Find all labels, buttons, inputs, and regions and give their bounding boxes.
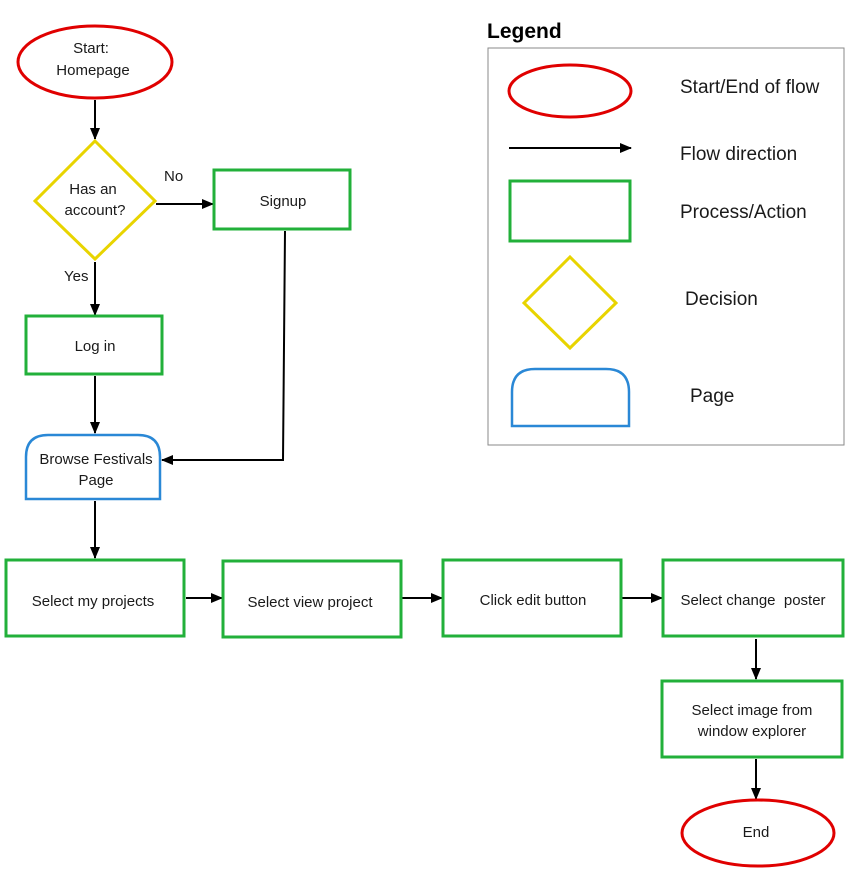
- select-image-label-line1: Select image from: [692, 702, 813, 719]
- edge-label-yes: Yes: [64, 268, 88, 285]
- legend-rectangle-icon: [508, 179, 632, 243]
- end-ellipse: [680, 798, 836, 868]
- select-image-label-line2: window explorer: [697, 723, 806, 740]
- click-edit-box: [441, 558, 623, 638]
- end-label: End: [743, 824, 770, 841]
- signup-label: Signup: [260, 193, 307, 210]
- legend: Legend Start/End of flow Flow direction …: [487, 20, 845, 446]
- signup-node: Signup: [212, 168, 352, 231]
- legend-label-process: Process/Action: [680, 202, 807, 223]
- decision-node: Has an account?: [32, 138, 158, 262]
- select-poster-node: Select change poster: [661, 558, 845, 638]
- start-node: Start: Homepage: [16, 24, 174, 100]
- signup-box: [212, 168, 352, 231]
- legend-label-decision: Decision: [685, 289, 758, 310]
- select-projects-label: Select my projects: [32, 593, 155, 610]
- legend-page-icon: [510, 367, 631, 428]
- select-poster-box: [661, 558, 845, 638]
- click-edit-node: Click edit button: [441, 558, 623, 638]
- select-image-box: [660, 679, 844, 759]
- arrow-signup-to-browse: [161, 230, 286, 465]
- decision-label-line2: account?: [65, 202, 126, 219]
- select-projects-box: [4, 558, 186, 638]
- login-node: Log in: [24, 314, 164, 376]
- select-projects-node: Select my projects: [4, 558, 186, 638]
- legend-label-flow: Flow direction: [680, 144, 797, 165]
- login-box: [24, 314, 164, 376]
- start-ellipse: [16, 24, 174, 100]
- connectors: [90, 100, 761, 800]
- start-label-line1: Start:: [73, 40, 109, 57]
- browse-label-line1: Browse Festivals: [39, 451, 152, 468]
- select-view-box: [221, 559, 403, 639]
- select-poster-label: Select change poster: [680, 592, 825, 609]
- select-view-node: Select view project: [221, 559, 403, 639]
- decision-label-line1: Has an: [69, 181, 117, 198]
- legend-label-start-end: Start/End of flow: [680, 77, 820, 98]
- end-node: End: [680, 798, 836, 868]
- legend-label-page: Page: [690, 386, 734, 407]
- decision-diamond: [32, 138, 158, 262]
- browse-festivals-node: Browse Festivals Page: [24, 433, 162, 501]
- login-label: Log in: [75, 338, 116, 355]
- start-label-line2: Homepage: [56, 62, 129, 79]
- select-view-label: Select view project: [247, 594, 373, 611]
- select-image-node: Select image from window explorer: [660, 679, 844, 759]
- edge-label-no: No: [164, 168, 183, 185]
- click-edit-label: Click edit button: [480, 592, 587, 609]
- browse-festivals-page-shape: [24, 433, 162, 501]
- legend-ellipse-icon: [507, 63, 633, 119]
- legend-title: Legend: [487, 20, 562, 43]
- legend-diamond-icon: [521, 254, 619, 351]
- browse-label-line2: Page: [78, 472, 113, 489]
